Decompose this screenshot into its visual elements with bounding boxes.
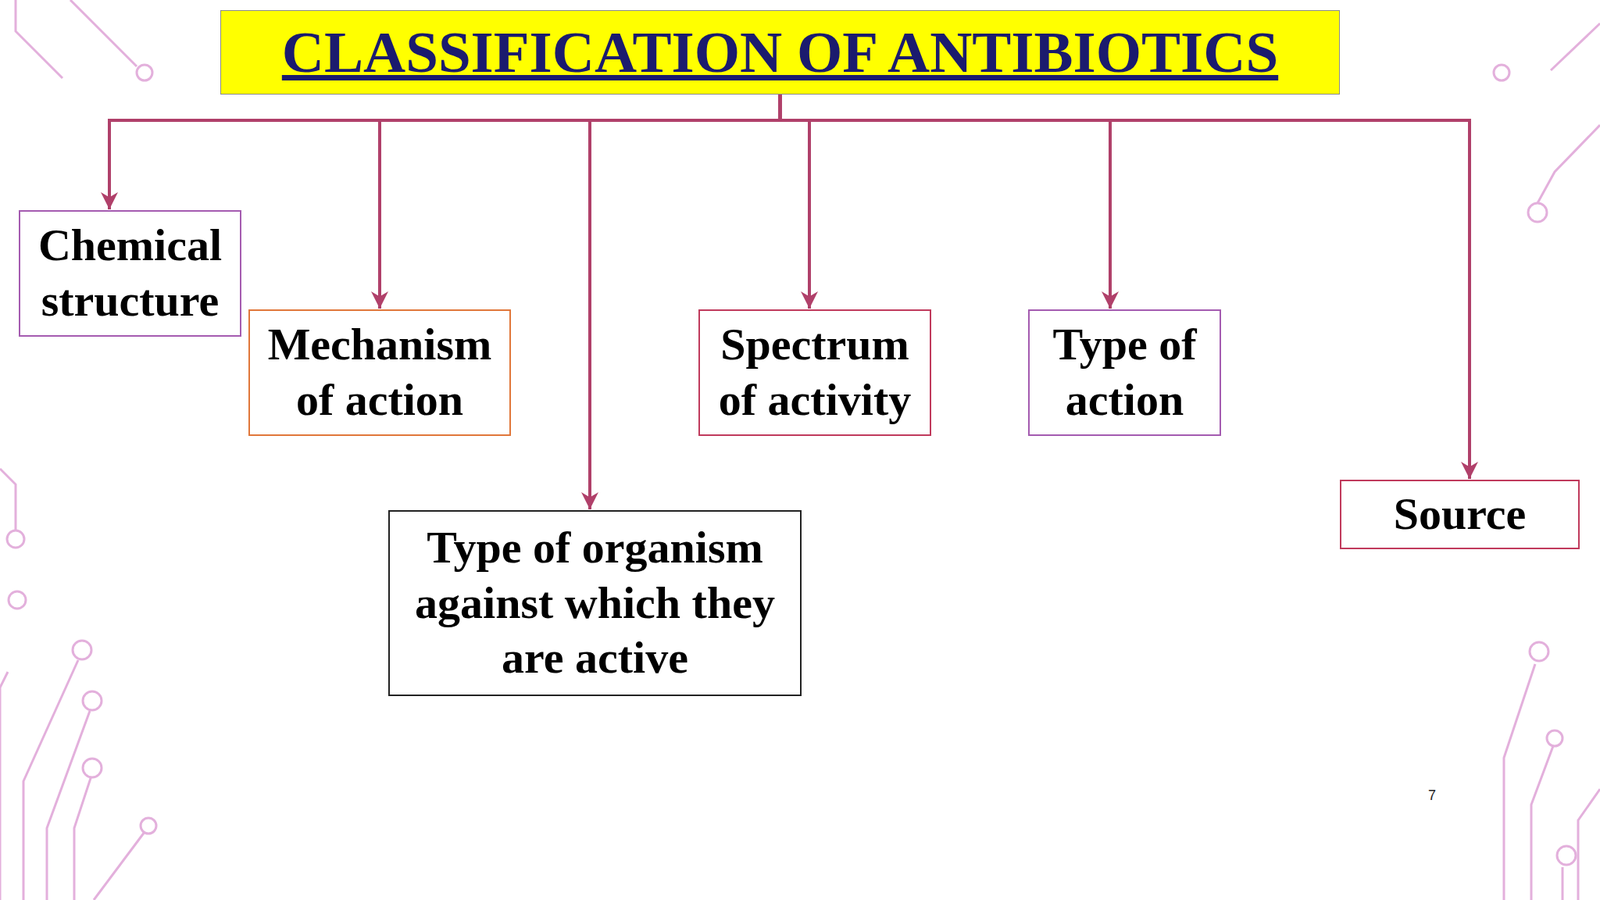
category-box: Source [1339, 479, 1580, 550]
circuit-node [136, 64, 153, 81]
category-label: Source [1393, 486, 1527, 543]
circuit-line [1531, 746, 1554, 900]
circuit-node [7, 530, 25, 548]
circuit-node [140, 817, 157, 834]
tree-arrow [780, 94, 811, 309]
circuit-line [1550, 23, 1600, 71]
circuit-line [0, 468, 16, 532]
category-box: Chemical structure [18, 210, 242, 337]
circuit-line [1578, 789, 1600, 900]
circuit-line [46, 710, 90, 900]
circuit-line [74, 773, 93, 900]
tree-arrow [589, 94, 781, 510]
circuit-node [82, 691, 102, 711]
title-text: CLASSIFICATION OF ANTIBIOTICS [282, 20, 1279, 86]
circuit-line [1537, 125, 1600, 204]
circuit-node [1529, 642, 1549, 661]
category-label: Type of organism against which they are … [403, 520, 786, 686]
circuit-node [8, 591, 26, 609]
title-box: CLASSIFICATION OF ANTIBIOTICS [220, 10, 1340, 95]
circuit-node [72, 640, 92, 660]
tree-arrow [379, 94, 781, 309]
circuit-node [1493, 64, 1510, 81]
circuit-line [15, 0, 63, 79]
circuit-node [1546, 730, 1563, 747]
circuit-line [93, 832, 145, 900]
circuit-node [82, 758, 102, 778]
category-label: Spectrum of activity [710, 317, 919, 429]
category-label: Type of action [1040, 317, 1209, 429]
circuit-line [70, 0, 137, 67]
circuit-line [1561, 867, 1565, 900]
slide-number: 7 [1428, 787, 1436, 804]
tree-arrow [780, 94, 1111, 309]
category-box: Type of action [1028, 309, 1222, 436]
category-label: Chemical structure [31, 217, 229, 329]
circuit-line [0, 671, 8, 900]
circuit-line [23, 660, 79, 900]
circuit-node [1528, 203, 1547, 222]
category-box: Mechanism of action [248, 309, 511, 436]
category-box: Type of organism against which they are … [388, 510, 802, 697]
category-box: Spectrum of activity [698, 309, 932, 436]
circuit-node [1557, 846, 1576, 865]
category-label: Mechanism of action [260, 317, 499, 429]
tree-arrow [109, 94, 781, 210]
